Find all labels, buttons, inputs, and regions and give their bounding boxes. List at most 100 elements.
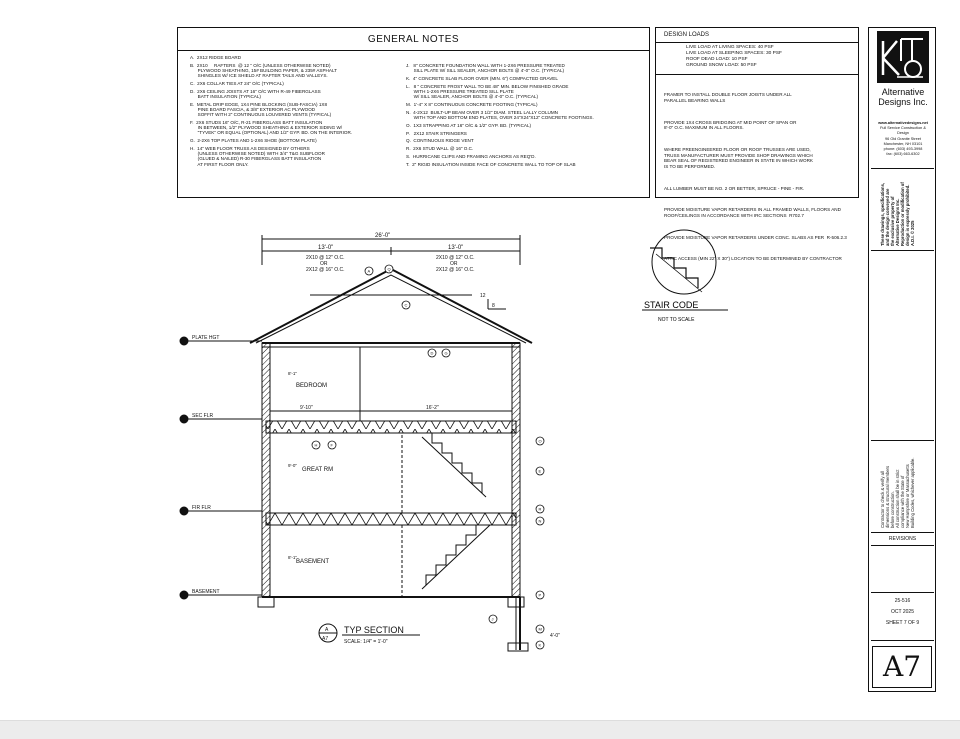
general-notes-right-column: J. 8" CONCRETE FOUNDATION WALL WITH 1-2X… bbox=[406, 63, 594, 170]
left-span-note: OR bbox=[320, 261, 328, 267]
note-t: T. 2" RIGID INSULATION INSIDE FACE OF CO… bbox=[406, 161, 576, 167]
footing-dimension: 4'-0" bbox=[550, 633, 560, 639]
level-plate-height: PLATE HGT bbox=[192, 335, 219, 341]
design-note: PROVIDE MOISTURE VAPOR RETARDERS UNDER C… bbox=[664, 234, 847, 240]
right-span-note: 2X12 @ 16" O.C. bbox=[436, 267, 475, 273]
callout-g: G bbox=[445, 351, 448, 356]
address-line: 96 Old Granite Street bbox=[885, 136, 921, 141]
callout-a: A bbox=[368, 269, 371, 274]
general-notes-left-column: A. 2X12 RIDGE BOARD B. 2X10 RAFTERS @ 12… bbox=[190, 55, 352, 169]
note-o: O. 1X3 STRAPPING AT 16" O/C & 1/2" GYP. … bbox=[406, 122, 532, 128]
right-half-dimension: 13'-0" bbox=[448, 245, 463, 251]
address-line: Full Service Construction & bbox=[880, 126, 926, 131]
note-d: D. 2X6 CEILING JOISTS AT 16" O/C WITH R-… bbox=[190, 88, 321, 99]
address-line: phone: (603) 493-3998 bbox=[883, 147, 923, 152]
title-block bbox=[868, 27, 936, 692]
design-note: ATTIC ACCESS (MIN 22" X 30") LOCATION TO… bbox=[664, 256, 842, 262]
level-first-floor: FIR FLR bbox=[192, 505, 211, 511]
roof-line bbox=[249, 267, 533, 344]
logo-mark bbox=[877, 31, 929, 83]
height-dim: 8'-1" bbox=[288, 555, 297, 560]
callout-d: D bbox=[431, 351, 434, 356]
room-great-room: GREAT RM bbox=[302, 467, 333, 473]
note-m: M. 1'-4" X 8" CONTINUOUS CONCRETE FOOTIN… bbox=[406, 102, 538, 107]
stair-code-scale: NOT TO SCALE bbox=[658, 317, 695, 323]
second-floor-truss bbox=[265, 420, 517, 434]
left-footing bbox=[257, 596, 275, 608]
job-number: 25-516 bbox=[894, 598, 911, 604]
address-line: Design bbox=[897, 131, 909, 136]
section-scale: SCALE: 1/4" = 1'-0" bbox=[344, 639, 388, 645]
note-l: L. 8 " CONCRETE FROST WALL TO BE 48" MIN… bbox=[406, 83, 569, 100]
callout-k: K bbox=[539, 643, 542, 648]
section-tag-top: A bbox=[325, 627, 329, 633]
copyright-note: These drawings, specifications, and the … bbox=[880, 182, 915, 246]
room-basement: BASEMENT bbox=[296, 559, 329, 565]
design-load-row: LIVE LOAD AT LIVING SPACES: 40 PSF bbox=[686, 45, 774, 50]
right-span-note: 2X10 @ 12" O.C. bbox=[436, 255, 475, 261]
height-dim: 8'-1" bbox=[288, 371, 297, 376]
callout-o: O bbox=[539, 439, 542, 444]
design-notes: FRAMER TO INSTALL DOUBLE FLOOR JOISTS UN… bbox=[664, 81, 847, 278]
callout-n: N bbox=[539, 519, 542, 524]
company-logo bbox=[877, 31, 929, 83]
contractor-note: Contractor to check & verify all dimensi… bbox=[880, 457, 915, 528]
bedroom-width: 9'-10" bbox=[300, 405, 313, 411]
note-h: H. 14" WEB FLOOR TRUSS AS DESIGNED BY OT… bbox=[190, 146, 325, 167]
typical-section-drawing: 26'-0" 13'-0" 13'-0" 2X10 @ 12" O.C. OR … bbox=[179, 233, 560, 652]
sheet-date: OCT 2025 bbox=[891, 609, 914, 615]
design-loads-rows: LIVE LOAD AT LIVING SPACES: 40 PSF LIVE … bbox=[686, 45, 782, 69]
address-line: Manchester, NH 03101 bbox=[883, 141, 923, 146]
note-s: S. HURRICANE CLIPS AND FRAMING ANCHORS A… bbox=[406, 153, 536, 159]
sheet-number: A7 bbox=[872, 646, 932, 688]
callout-j: J bbox=[492, 617, 494, 622]
stair-code-detail: STAIR CODE NOT TO SCALE bbox=[642, 229, 728, 323]
callout-c: C bbox=[405, 303, 408, 308]
address-line: fax: (603) 663-6302 bbox=[886, 152, 920, 157]
callout-e: E bbox=[539, 469, 542, 474]
left-wall bbox=[261, 342, 271, 598]
note-f: F. 2X6 STUDS 16" O/C, R-21 FIBERGLASS BA… bbox=[190, 120, 353, 136]
design-loads-box: DESIGN LOADS LIVE LOAD AT LIVING SPACES:… bbox=[655, 27, 859, 261]
drawing-sheet: GENERAL NOTES A. 2X12 RIDGE BOARD B. 2X1… bbox=[0, 0, 960, 720]
design-load-row: LIVE LOAD AT SLEEPING SPACES: 30 PSF bbox=[686, 51, 782, 56]
company-address: www.alternativedesigns.net Full Service … bbox=[873, 121, 933, 157]
first-floor-truss bbox=[265, 512, 517, 526]
design-note: FRAMER TO INSTALL DOUBLE FLOOR JOISTS UN… bbox=[664, 92, 792, 103]
right-wall bbox=[511, 342, 521, 598]
design-note: PROVIDE 1X4 CROSS BRIDGING AT MID POINT … bbox=[664, 119, 797, 131]
design-load-row: GROUND SNOW LOAD: 50 PSF bbox=[686, 63, 757, 68]
design-note: WHERE PREENGINEERED FLOOR OR ROOF TRUSSE… bbox=[664, 146, 813, 169]
great-room-width: 16'-2" bbox=[426, 405, 439, 411]
design-loads-title: DESIGN LOADS bbox=[664, 32, 710, 38]
callout-h: H bbox=[315, 443, 318, 448]
overall-dimension: 26'-0" bbox=[375, 233, 390, 239]
note-r: R. 2X6 STUD WALL @ 16" O.C. bbox=[406, 146, 474, 152]
pitch-rise: 8 bbox=[492, 303, 495, 309]
general-notes-box: GENERAL NOTES A. 2X12 RIDGE BOARD B. 2X1… bbox=[177, 27, 650, 198]
room-bedroom: BEDROOM bbox=[296, 383, 327, 389]
height-dim: 9'-0" bbox=[288, 463, 297, 468]
callout-r: R bbox=[539, 507, 542, 512]
note-e: E. METAL DRIP EDGE, 1X4 PINE BLOCKING (S… bbox=[190, 101, 332, 118]
company-name: Alternative Designs Inc. bbox=[878, 87, 928, 107]
design-note: PROVIDE MOISTURE VAPOR RETARDERS IN ALL … bbox=[664, 207, 841, 218]
note-n: N. 4-2X12 BUILT-UP BEAM OVER 3 1/2" DIAM… bbox=[406, 109, 594, 120]
level-second-floor: SEC FLR bbox=[192, 413, 214, 419]
callout-p: P bbox=[539, 593, 542, 598]
note-p: P. 2X12 STAIR STRINGERS bbox=[406, 130, 467, 136]
company-website[interactable]: www.alternativedesigns.net bbox=[878, 121, 928, 125]
section-title: TYP SECTION bbox=[344, 625, 404, 635]
note-j: J. 8" CONCRETE FOUNDATION WALL WITH 1-2X… bbox=[406, 63, 565, 74]
note-b: B. 2X10 RAFTERS @ 12 " O/C (UNLESS OTHER… bbox=[190, 62, 337, 79]
callout-bubbles: A C Q D G H F O E R N P J M K bbox=[311, 264, 545, 650]
lower-stair bbox=[425, 524, 486, 585]
note-k: K. 4" CONCRETE SLAB FLOOR OVER (MIN. 6")… bbox=[406, 76, 558, 81]
sheet-of: SHEET 7 OF 9 bbox=[885, 620, 920, 626]
general-notes-title: GENERAL NOTES bbox=[367, 34, 460, 45]
viewer-bottom-strip bbox=[0, 720, 960, 739]
design-load-row: ROOF DEAD LOAD: 10 PSF bbox=[686, 57, 748, 62]
pitch-run: 12 bbox=[480, 293, 486, 299]
upper-stair bbox=[422, 432, 483, 493]
level-basement: BASEMENT bbox=[192, 589, 220, 595]
